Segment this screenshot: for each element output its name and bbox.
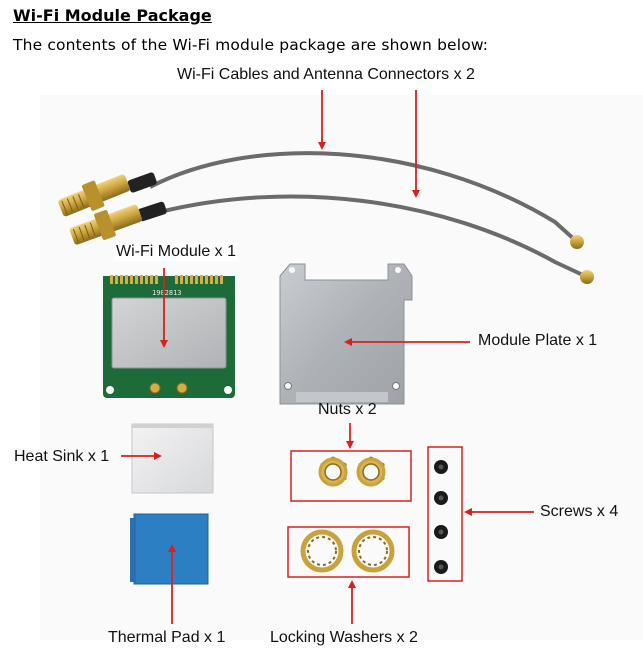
module-label: Wi-Fi Module x 1 — [114, 243, 239, 261]
nuts — [318, 456, 386, 487]
module-plate — [279, 263, 413, 405]
thermal-pad — [130, 513, 209, 585]
locking-washers — [300, 529, 395, 573]
heat-sink — [131, 423, 214, 494]
cables-label: Wi-Fi Cables and Antenna Connectors x 2 — [177, 66, 475, 83]
nuts-callout-box — [290, 450, 412, 502]
screws-callout-box — [427, 446, 463, 582]
intro-text: The contents of the Wi-Fi module package… — [13, 36, 489, 54]
locking-washers-label: Locking Washers x 2 — [270, 629, 418, 646]
callout-arrows — [121, 90, 534, 624]
section-heading: Wi-Fi Module Package — [13, 6, 212, 25]
wifi-cables — [58, 151, 594, 284]
wifi-module-card — [103, 275, 235, 398]
washers-callout-box — [287, 526, 410, 578]
module-plate-label: Module Plate x 1 — [478, 332, 598, 349]
heat-sink-label: Heat Sink x 1 — [14, 448, 110, 465]
thermal-pad-label: Thermal Pad x 1 — [108, 629, 226, 646]
module-chip-text: 1902813 — [152, 289, 182, 297]
screws — [434, 460, 448, 574]
screws-label: Screws x 4 — [540, 503, 619, 520]
nuts-label: Nuts x 2 — [318, 401, 377, 418]
